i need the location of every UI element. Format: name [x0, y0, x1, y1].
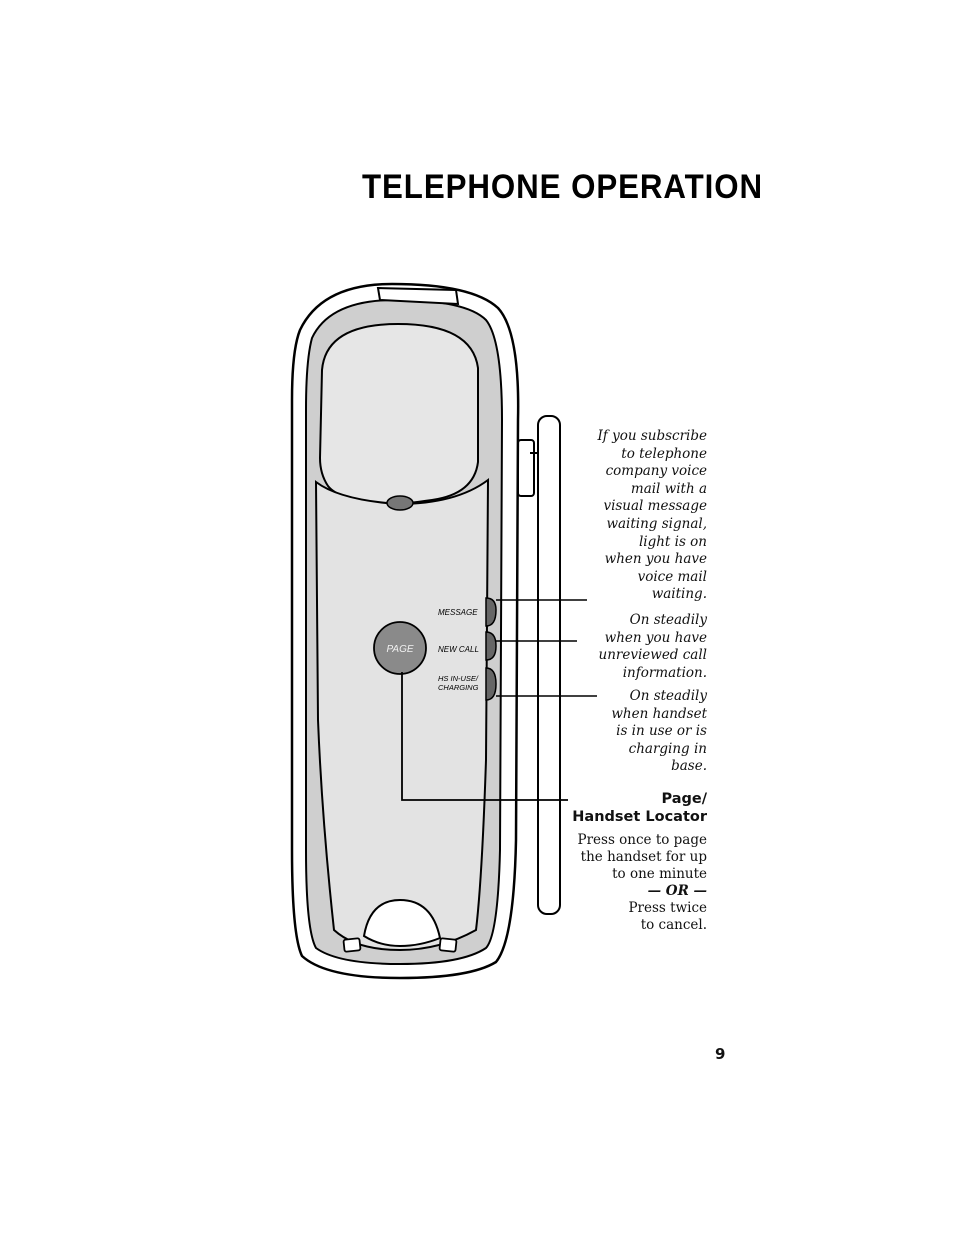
earpiece-nub — [386, 495, 414, 511]
new-call-led — [485, 631, 497, 661]
antenna-post — [517, 415, 561, 915]
hs-in-use-light-callout: On steadily when handset is in use or is… — [597, 688, 707, 776]
top-slot — [376, 286, 460, 306]
message-light-callout: If you subscribe to telephone company vo… — [587, 428, 707, 604]
hs-in-use-led-label-1: HS IN-USE/ — [438, 674, 479, 683]
bottom-contact — [362, 898, 442, 948]
page-locator-desc-before: Press once to page the handset for up to… — [577, 832, 707, 882]
page-locator-desc-after: Press twice to cancel. — [628, 900, 707, 933]
earpiece-cradle — [318, 322, 479, 506]
hs-in-use-led-label-2: CHARGING — [438, 683, 479, 692]
page-button[interactable]: PAGE — [373, 621, 427, 675]
new-call-led-label: NEW CALL — [438, 645, 479, 654]
new-call-light-callout: On steadily when you have unreviewed cal… — [577, 612, 707, 683]
page-title: TELEPHONE OPERATION — [362, 168, 763, 206]
page-locator-heading: Page/ Handset Locator — [568, 790, 707, 826]
message-led-label: MESSAGE — [438, 608, 478, 617]
hs-in-use-led — [485, 667, 497, 701]
page-locator-description: Press once to page the handset for up to… — [577, 832, 707, 934]
left-foot — [342, 937, 362, 953]
message-led — [485, 597, 497, 627]
right-foot — [438, 937, 458, 953]
page-number: 9 — [715, 1045, 726, 1063]
page-locator-or: — OR — — [647, 883, 707, 899]
page-button-label: PAGE — [386, 644, 413, 655]
